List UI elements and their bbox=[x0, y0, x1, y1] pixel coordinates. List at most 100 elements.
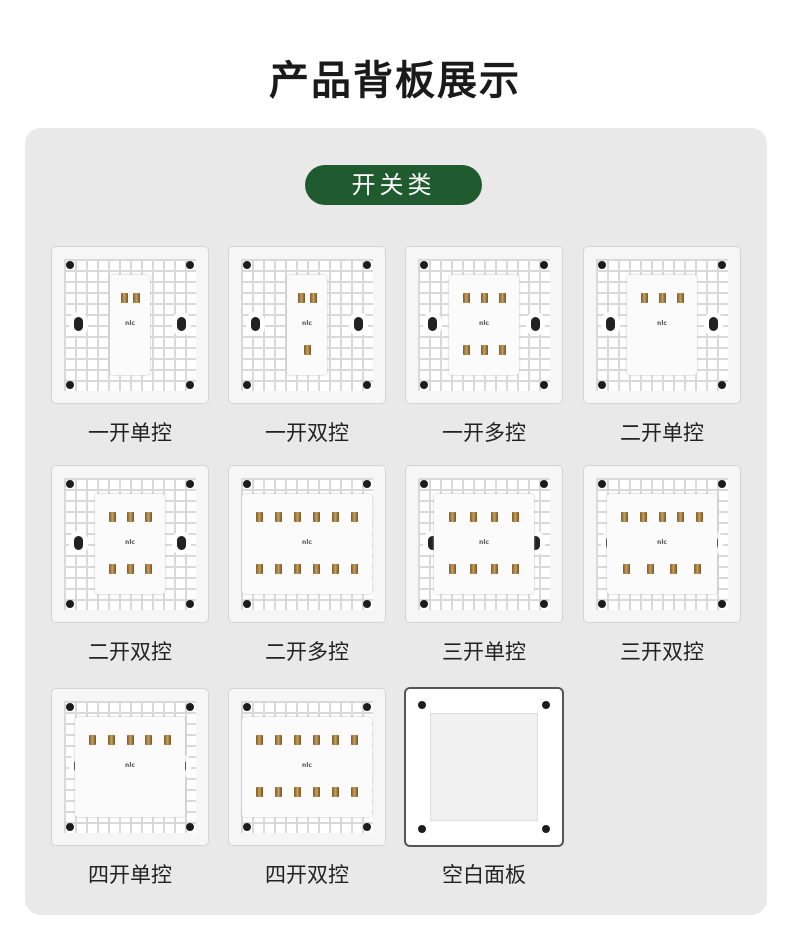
switch-backplate-image bbox=[406, 689, 562, 845]
terminal bbox=[676, 293, 684, 303]
terminal bbox=[658, 293, 666, 303]
screw-hole bbox=[598, 381, 606, 389]
mount-slot bbox=[74, 317, 83, 331]
screw-hole bbox=[66, 381, 74, 389]
screw-hole bbox=[66, 480, 74, 488]
terminal bbox=[313, 564, 320, 574]
terminal bbox=[351, 564, 358, 574]
screw-hole bbox=[363, 600, 371, 608]
switch-backplate-image: nlc bbox=[406, 247, 562, 403]
terminal bbox=[658, 512, 666, 522]
product-label: 三开单控 bbox=[442, 640, 526, 664]
terminal bbox=[512, 564, 519, 574]
screw-hole bbox=[363, 823, 371, 831]
terminal bbox=[351, 787, 358, 797]
mount-slot bbox=[177, 317, 186, 331]
screw-hole bbox=[718, 381, 726, 389]
screw-hole bbox=[420, 600, 428, 608]
brand-logo: nlc bbox=[657, 539, 667, 546]
product-label: 空白面板 bbox=[442, 863, 526, 887]
terminal bbox=[491, 512, 498, 522]
screw-hole bbox=[718, 600, 726, 608]
screw-hole bbox=[363, 480, 371, 488]
blank-cavity bbox=[430, 713, 538, 821]
terminal bbox=[351, 735, 358, 745]
terminal bbox=[126, 564, 134, 574]
switch-module: nlc bbox=[449, 275, 519, 375]
terminal bbox=[108, 564, 116, 574]
switch-backplate-image: nlc bbox=[584, 247, 740, 403]
mount-slot bbox=[354, 317, 363, 331]
terminal bbox=[313, 512, 320, 522]
switch-backplate-image: nlc bbox=[229, 689, 385, 845]
mount-slot bbox=[251, 317, 260, 331]
screw-hole bbox=[540, 381, 548, 389]
switch-module: nlc bbox=[287, 275, 327, 375]
terminal bbox=[639, 512, 647, 522]
product-label: 三开双控 bbox=[620, 640, 704, 664]
terminal bbox=[470, 512, 477, 522]
terminal bbox=[144, 564, 152, 574]
terminal bbox=[275, 787, 282, 797]
terminal bbox=[620, 512, 628, 522]
terminal bbox=[670, 564, 678, 574]
screw-hole bbox=[243, 823, 251, 831]
screw-hole bbox=[363, 381, 371, 389]
terminal bbox=[640, 293, 648, 303]
screw-hole bbox=[243, 703, 251, 711]
terminal bbox=[294, 564, 301, 574]
switch-module: nlc bbox=[627, 275, 697, 375]
screw-hole bbox=[186, 480, 194, 488]
screw-hole bbox=[542, 825, 550, 833]
switch-module: nlc bbox=[607, 494, 717, 594]
product-label: 二开双控 bbox=[88, 640, 172, 664]
screw-hole bbox=[243, 381, 251, 389]
terminal bbox=[313, 735, 320, 745]
terminal bbox=[332, 564, 339, 574]
terminal bbox=[696, 512, 704, 522]
terminal bbox=[303, 345, 311, 355]
terminal bbox=[332, 512, 339, 522]
terminal bbox=[256, 735, 263, 745]
switch-backplate-image: nlc bbox=[52, 689, 208, 845]
switch-backplate-image: nlc bbox=[229, 466, 385, 622]
terminal bbox=[145, 735, 153, 745]
terminal bbox=[309, 293, 317, 303]
switch-module: nlc bbox=[242, 717, 372, 817]
screw-hole bbox=[186, 823, 194, 831]
terminal bbox=[677, 512, 685, 522]
terminal bbox=[332, 787, 339, 797]
screw-hole bbox=[66, 261, 74, 269]
terminal bbox=[646, 564, 654, 574]
screw-hole bbox=[718, 480, 726, 488]
screw-hole bbox=[363, 703, 371, 711]
terminal bbox=[132, 293, 140, 303]
mount-slot bbox=[74, 536, 83, 550]
terminal bbox=[512, 512, 519, 522]
switch-module: nlc bbox=[95, 494, 165, 594]
screw-hole bbox=[598, 600, 606, 608]
terminal bbox=[462, 293, 470, 303]
terminal bbox=[623, 564, 631, 574]
terminal bbox=[294, 512, 301, 522]
mount-slot bbox=[606, 317, 615, 331]
mount-slot bbox=[531, 317, 540, 331]
screw-hole bbox=[186, 703, 194, 711]
mount-slot bbox=[177, 536, 186, 550]
terminal bbox=[256, 564, 263, 574]
screw-hole bbox=[243, 261, 251, 269]
screw-hole bbox=[542, 701, 550, 709]
brand-logo: nlc bbox=[657, 320, 667, 327]
terminal bbox=[480, 345, 488, 355]
terminal bbox=[164, 735, 172, 745]
switch-backplate-image: nlc bbox=[52, 247, 208, 403]
page-title: 产品背板展示 bbox=[269, 58, 521, 104]
screw-hole bbox=[540, 600, 548, 608]
screw-hole bbox=[243, 600, 251, 608]
terminal bbox=[256, 512, 263, 522]
screw-hole bbox=[420, 381, 428, 389]
product-label: 一开多控 bbox=[442, 421, 526, 445]
terminal bbox=[449, 512, 456, 522]
terminal bbox=[88, 735, 96, 745]
screw-hole bbox=[418, 701, 426, 709]
